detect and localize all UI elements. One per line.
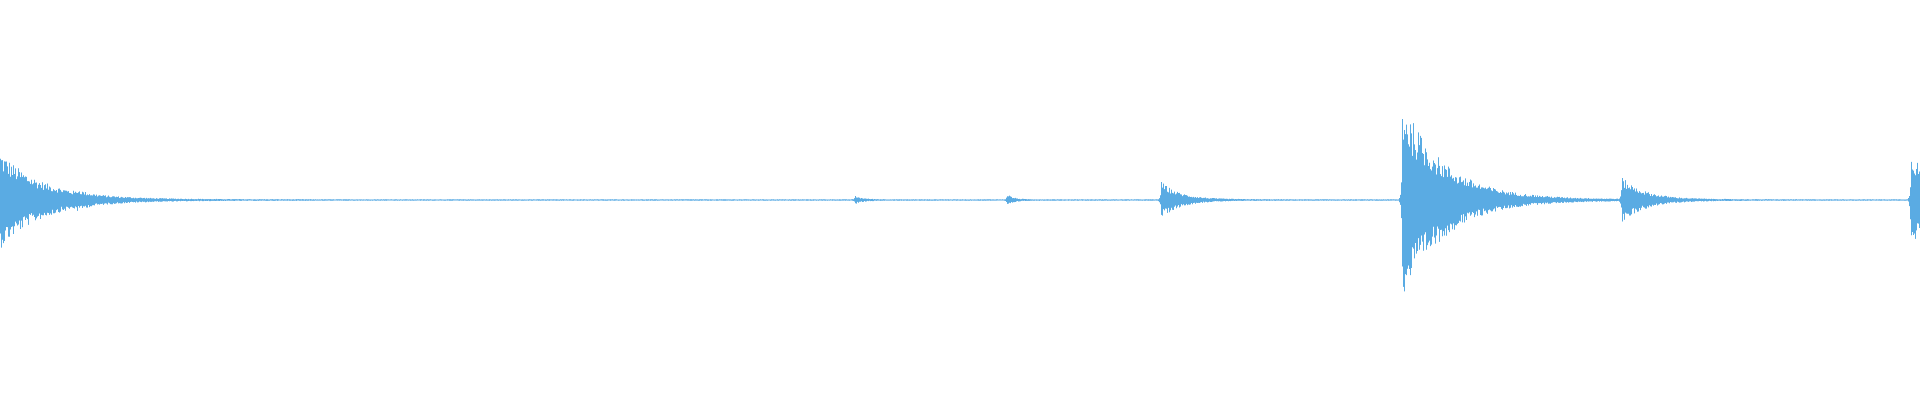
- waveform-trace: [0, 119, 1920, 292]
